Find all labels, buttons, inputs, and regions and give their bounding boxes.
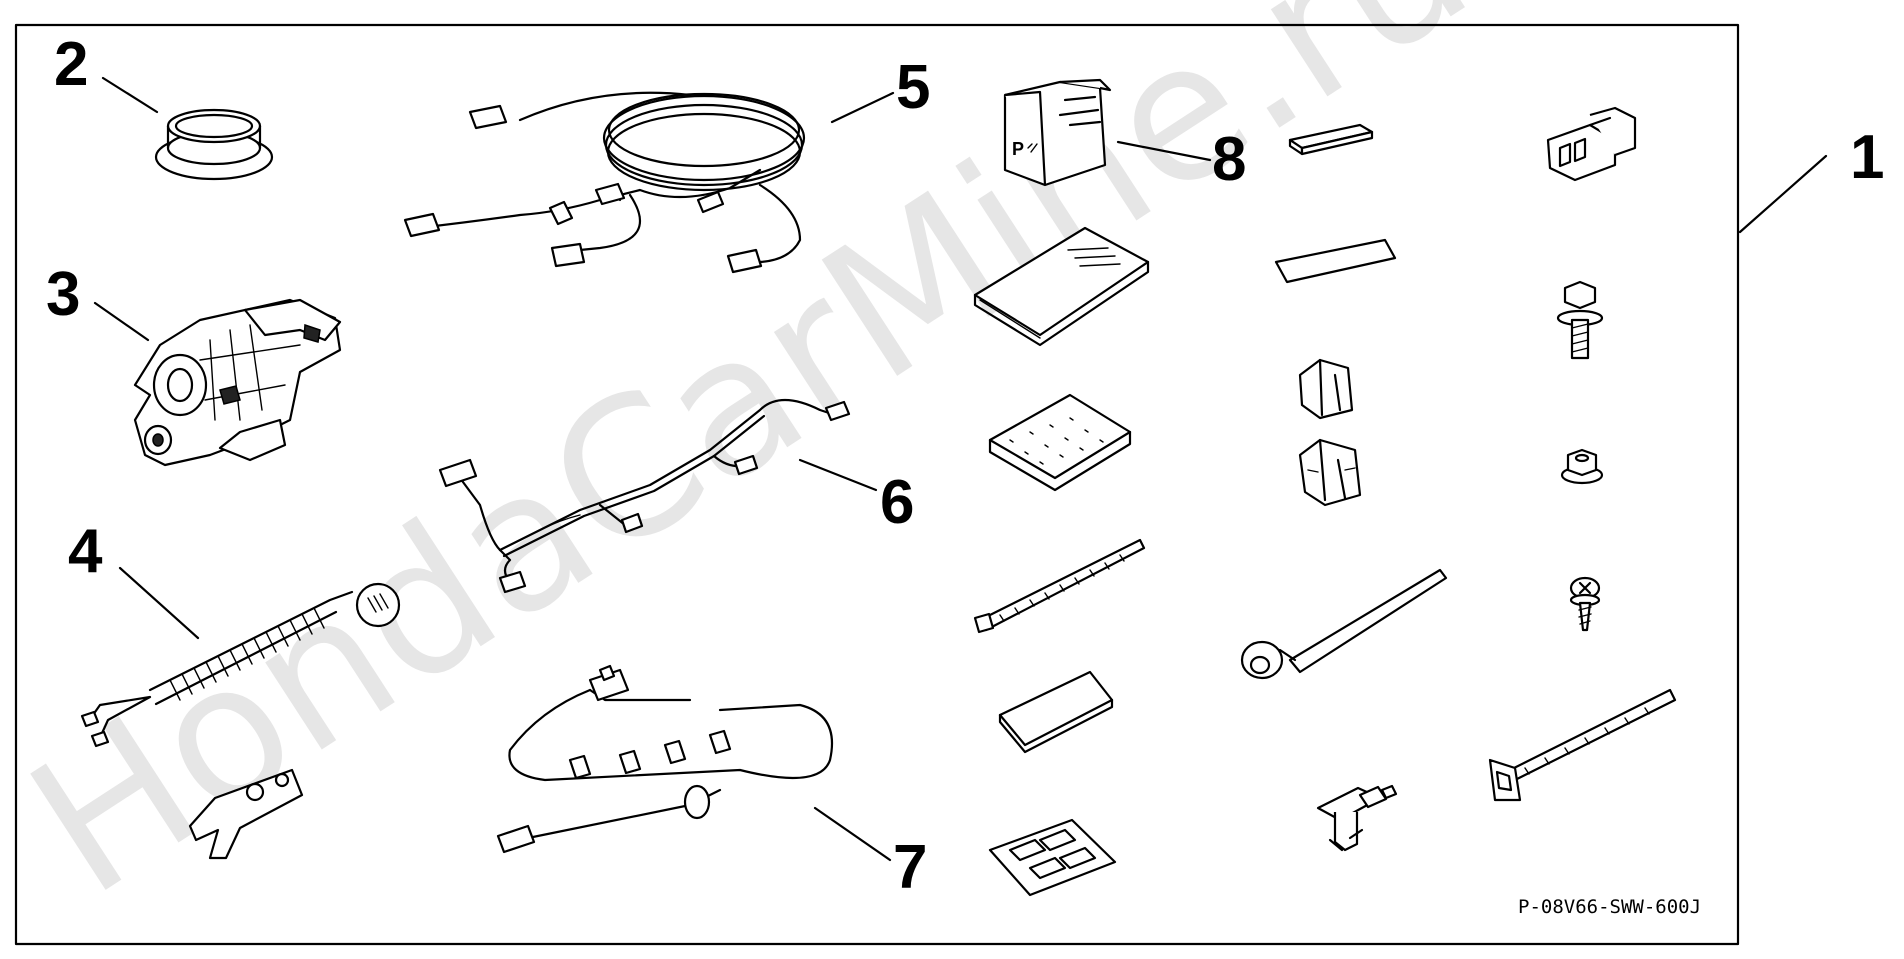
callout-1: 1 [1850, 123, 1884, 192]
callout-3-leader [93, 301, 150, 342]
callout-4: 4 [68, 517, 103, 586]
parking-sensor-switch: P [1003, 78, 1112, 187]
diagram-frame [14, 23, 1740, 946]
tapping-screw [1569, 576, 1601, 632]
callout-5: 5 [896, 53, 930, 122]
callout-8: 8 [1212, 125, 1246, 194]
part-number: P-08V66-SWW-600J [1518, 896, 1701, 918]
ground-plate [188, 768, 304, 860]
mounting-bracket [133, 298, 342, 467]
adhesive-pad [998, 670, 1114, 754]
cable-tie-small [973, 538, 1146, 634]
callout-5-leader [830, 91, 895, 124]
callout-6-leader [798, 458, 878, 492]
connector-coupler [1546, 106, 1637, 182]
instruction-manual [973, 226, 1150, 347]
spacer-block [1288, 123, 1374, 156]
double-sided-tape [988, 818, 1117, 897]
callout-7-leader [813, 806, 892, 862]
grommet-ring [154, 108, 274, 181]
flange-bolt [1556, 280, 1604, 360]
cable-tie-mount [1488, 688, 1677, 802]
flange-nut [1560, 448, 1604, 485]
callout-1-leader [1738, 154, 1828, 234]
clip-lower [1298, 438, 1362, 507]
callout-2: 2 [54, 30, 88, 99]
clip-upper [1298, 358, 1354, 420]
callout-6: 6 [880, 468, 914, 537]
push-clip [1316, 784, 1398, 852]
felt-strip [1274, 238, 1397, 284]
callout-4-leader [118, 566, 200, 640]
foam-pad [988, 393, 1132, 492]
callout-2-leader [101, 76, 159, 114]
wire-harness-5 [403, 91, 806, 274]
callout-8-leader [1116, 140, 1212, 162]
wire-harness-6 [438, 399, 851, 594]
band-clamp [1240, 568, 1448, 680]
callout-7: 7 [893, 833, 927, 902]
callout-3: 3 [46, 260, 80, 329]
coil-antenna [80, 582, 401, 748]
sensor-harness-7 [496, 664, 834, 854]
switch-p-icon: P [1012, 139, 1024, 159]
